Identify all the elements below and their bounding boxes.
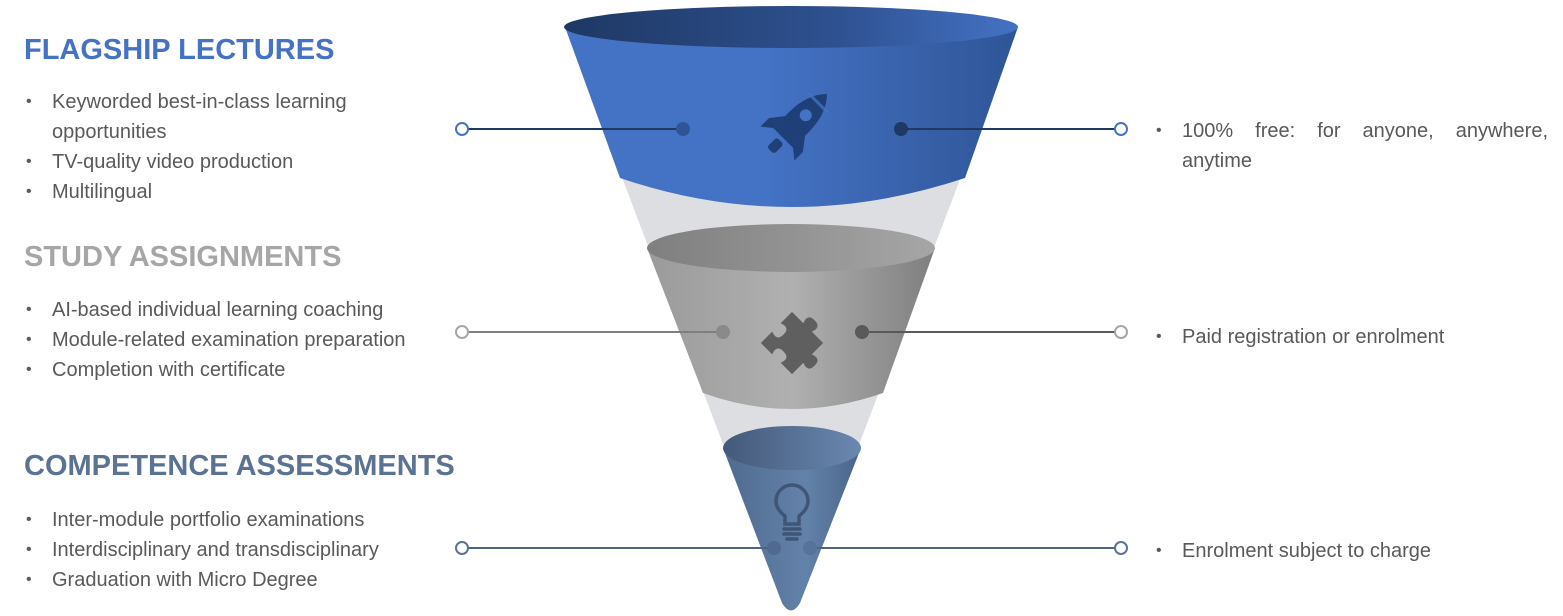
connector-flagship-left (455, 122, 690, 136)
funnel-segment-competence (723, 426, 861, 611)
feature-item: Module-related examination preparation (24, 325, 424, 355)
access-item: Enrolment subject to charge (1154, 536, 1548, 566)
access-item: Paid registration or enrolment (1154, 322, 1548, 352)
connector-flagship-right (894, 122, 1128, 136)
feature-list-flagship: Keyworded best-in-class learning opportu… (24, 87, 424, 207)
stage-title-flagship-lectures: FLAGSHIP LECTURES (24, 34, 335, 66)
feature-item: Completion with certificate (24, 355, 424, 385)
funnel-segment-flagship (564, 6, 1018, 207)
access-list-flagship: 100% free: for anyone, anywhere, anytime (1154, 116, 1548, 176)
connector-competence-right (803, 541, 1128, 555)
feature-item: Multilingual (24, 177, 424, 207)
access-list-competence: Enrolment subject to charge (1154, 536, 1548, 566)
feature-list-competence: Inter-module portfolio examinations Inte… (24, 505, 464, 595)
stage-title-competence-assessments: COMPETENCE ASSESSMENTS (24, 450, 455, 482)
connector-study-right (855, 325, 1128, 339)
feature-item: Inter-module portfolio examinations (24, 505, 464, 535)
feature-item: TV-quality video production (24, 147, 424, 177)
connector-study-left (455, 325, 730, 339)
feature-item: Interdisciplinary and transdisciplinary (24, 535, 464, 565)
feature-item: Keyworded best-in-class learning opportu… (24, 87, 424, 147)
connector-competence-left (455, 541, 781, 555)
feature-list-study: AI-based individual learning coaching Mo… (24, 295, 424, 385)
rocket-icon (760, 91, 830, 161)
lightbulb-icon (774, 483, 810, 541)
feature-item: AI-based individual learning coaching (24, 295, 424, 325)
stage-title-study-assignments: STUDY ASSIGNMENTS (24, 241, 342, 273)
access-list-study: Paid registration or enrolment (1154, 322, 1548, 352)
puzzle-icon (760, 311, 824, 375)
feature-item: Graduation with Micro Degree (24, 565, 464, 595)
access-item: 100% free: for anyone, anywhere, anytime (1154, 116, 1548, 176)
